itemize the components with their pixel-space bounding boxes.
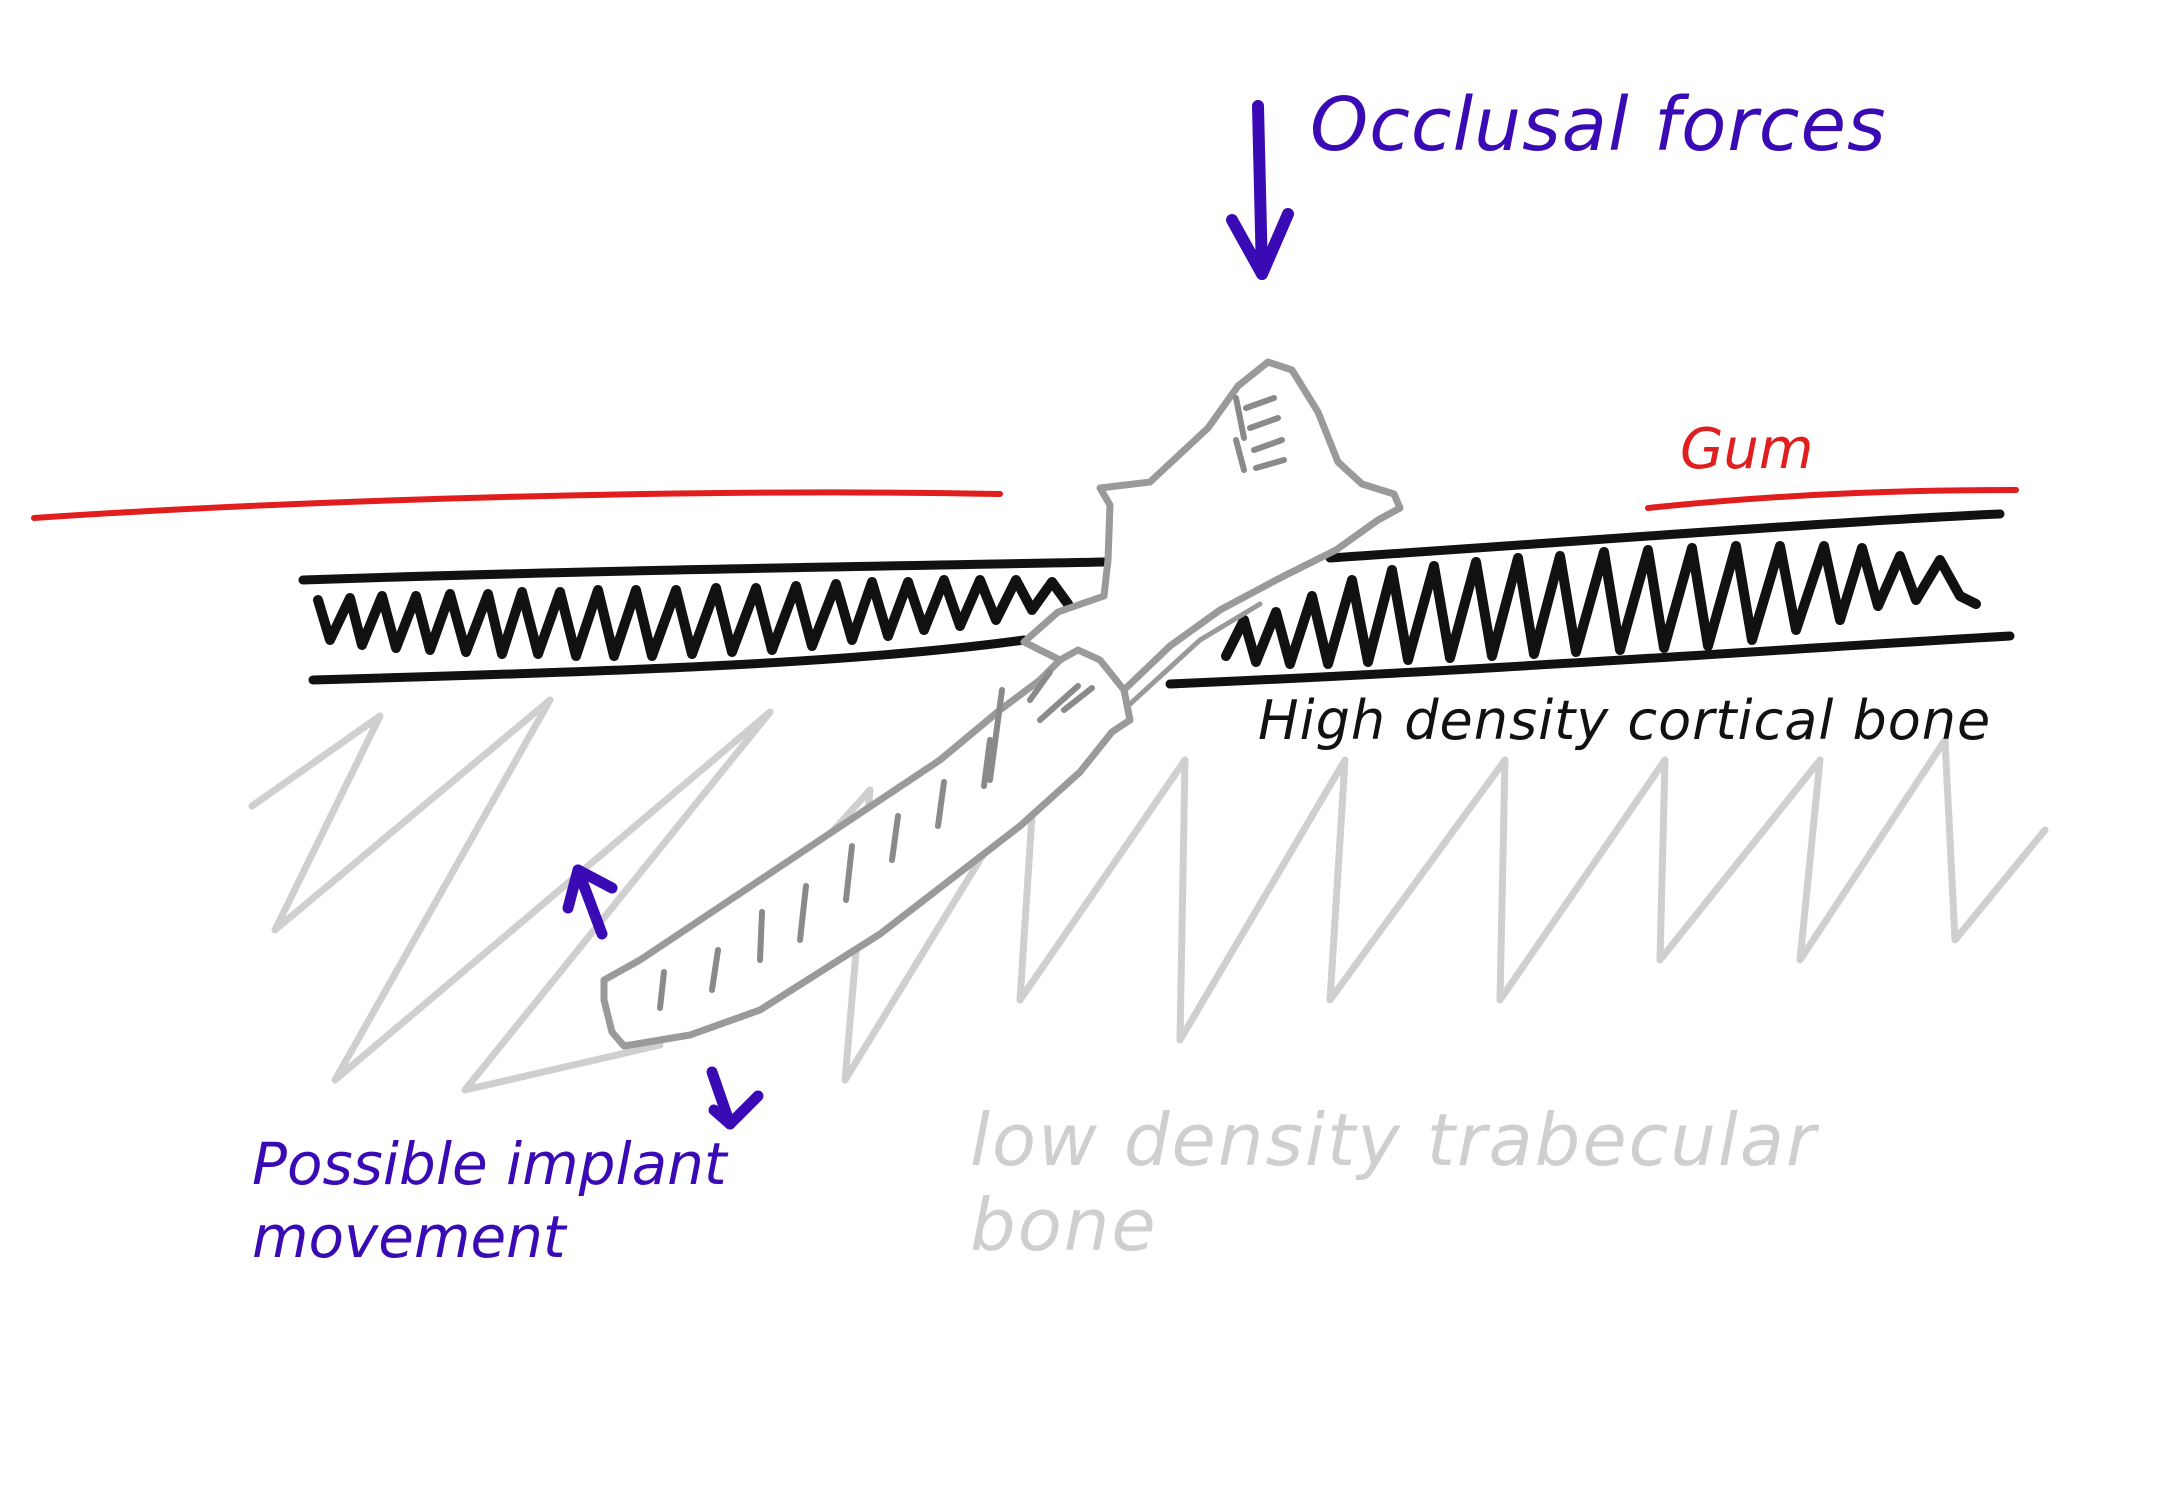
implant xyxy=(600,358,1404,1050)
implant-movement-label-line-2: movement xyxy=(252,1202,566,1271)
trabecular-bone xyxy=(248,696,2049,1094)
occlusal-forces-label: Occlusal forces xyxy=(1310,82,1887,168)
gum-line xyxy=(31,487,2019,521)
trabecular-bone-label: low density trabecular bone xyxy=(970,1098,1818,1268)
gum-label: Gum xyxy=(1680,417,1814,482)
cortical-bone-label: High density cortical bone xyxy=(1258,689,1992,752)
implant-threads xyxy=(657,395,1287,1011)
occlusal-force-arrow-icon xyxy=(1226,100,1294,280)
implant-movement-label-line-1: Possible implant xyxy=(252,1130,727,1198)
trabecular-bone-label-line-1: low density trabecular xyxy=(970,1098,1818,1182)
movement-arrows-icon xyxy=(562,864,764,1130)
trabecular-bone-label-line-2: bone xyxy=(970,1182,1158,1267)
implant-movement-label: Possible implant movement xyxy=(252,1128,727,1273)
cortical-bone xyxy=(298,509,2015,689)
